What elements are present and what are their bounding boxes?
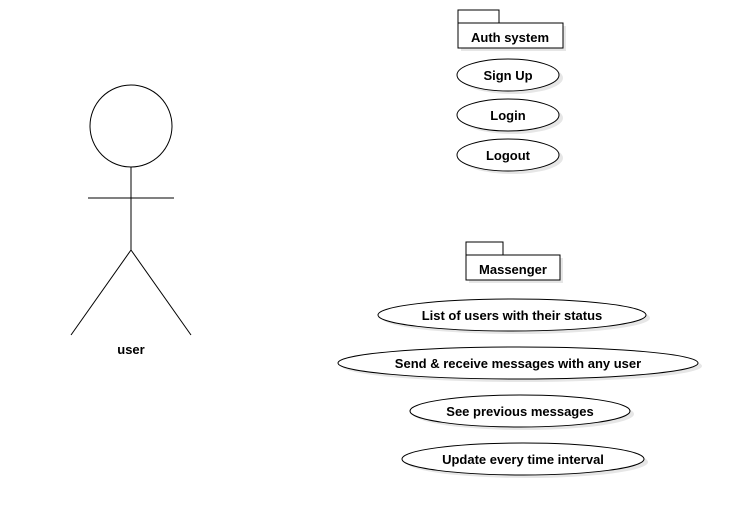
package-name: Massenger — [479, 262, 547, 277]
use-case-send-receive[interactable]: Send & receive messages with any user — [337, 346, 702, 382]
use-case-label: Login — [490, 108, 525, 123]
use-case-label: List of users with their status — [422, 308, 603, 323]
actor-right-leg — [130, 249, 192, 336]
use-case-list-users[interactable]: List of users with their status — [377, 298, 650, 334]
use-case-ellipse — [456, 58, 560, 92]
use-case-ellipse — [409, 394, 631, 428]
use-case-logout[interactable]: Logout — [456, 138, 563, 174]
package-name: Auth system — [471, 30, 549, 45]
use-case-sign-up[interactable]: Sign Up — [456, 58, 563, 94]
actor-head — [89, 84, 173, 168]
use-case-ellipse — [377, 298, 647, 332]
use-case-ellipse — [456, 138, 560, 172]
use-case-label: Send & receive messages with any user — [395, 356, 641, 371]
use-case-label: Logout — [486, 148, 531, 163]
use-case-see-previous[interactable]: See previous messages — [409, 394, 634, 430]
package-massenger[interactable]: Massenger — [465, 241, 563, 283]
use-case-ellipse — [401, 442, 645, 476]
use-case-label: Sign Up — [483, 68, 532, 83]
package-auth-system[interactable]: Auth system — [457, 9, 566, 51]
package-body — [457, 22, 564, 49]
actor-label: user — [117, 342, 144, 357]
actor-user[interactable]: user — [70, 84, 192, 357]
use-case-label: See previous messages — [446, 404, 593, 419]
actor-left-leg — [70, 249, 132, 336]
use-case-label: Update every time interval — [442, 452, 604, 467]
package-body — [465, 254, 561, 281]
use-case-update-interval[interactable]: Update every time interval — [401, 442, 648, 478]
use-case-ellipse — [456, 98, 560, 132]
package-tab — [465, 241, 504, 256]
use-case-ellipse — [337, 346, 699, 380]
package-tab — [457, 9, 500, 24]
use-case-login[interactable]: Login — [456, 98, 563, 134]
